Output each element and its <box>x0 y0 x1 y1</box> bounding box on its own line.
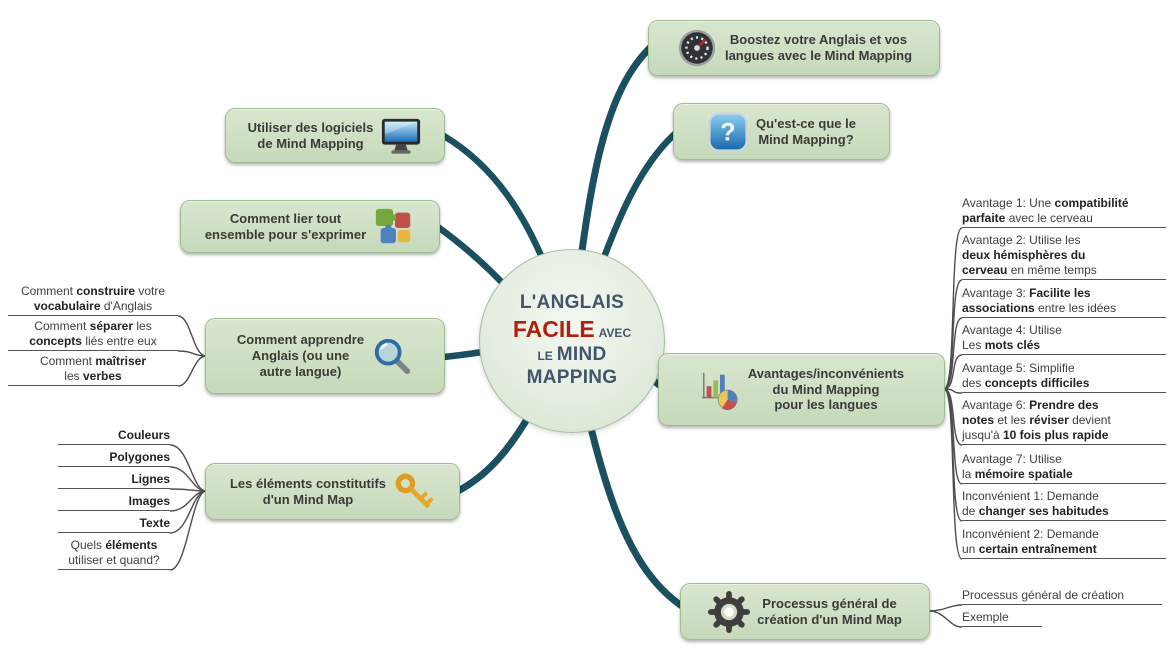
speedometer-icon <box>676 27 718 69</box>
child-connector-curves <box>169 227 963 628</box>
question-mark-icon: ? <box>707 111 749 153</box>
central-word-le: LE <box>537 348 553 363</box>
subtopic-texte[interactable]: Texte <box>58 516 170 533</box>
key-icon <box>393 471 435 513</box>
charts-icon <box>699 369 741 411</box>
subtopic-images[interactable]: Images <box>58 494 170 511</box>
magnifier-icon <box>371 335 413 377</box>
central-topic[interactable]: L'ANGLAIS FACILE AVEC LE MIND MAPPING <box>479 249 665 433</box>
subtopic-lignes[interactable]: Lignes <box>58 472 170 489</box>
puzzle-icon <box>373 206 415 248</box>
monitor-icon <box>380 115 422 157</box>
central-word-avec: AVEC <box>598 325 632 340</box>
svg-text:?: ? <box>720 119 735 146</box>
central-word-facile: FACILE <box>512 315 595 342</box>
central-line-anglais: L'ANGLAIS <box>519 291 625 313</box>
central-word-mapping: MAPPING <box>526 367 618 389</box>
subtopic-exemple[interactable]: Exemple <box>962 610 1042 627</box>
subtopic-processus-creation[interactable]: Processus général de création <box>962 588 1162 605</box>
subtopic-couleurs[interactable]: Couleurs <box>58 428 170 445</box>
subtopic-polygones[interactable]: Polygones <box>58 450 170 467</box>
central-word-mind: MIND <box>556 343 607 365</box>
gear-icon <box>708 590 751 633</box>
